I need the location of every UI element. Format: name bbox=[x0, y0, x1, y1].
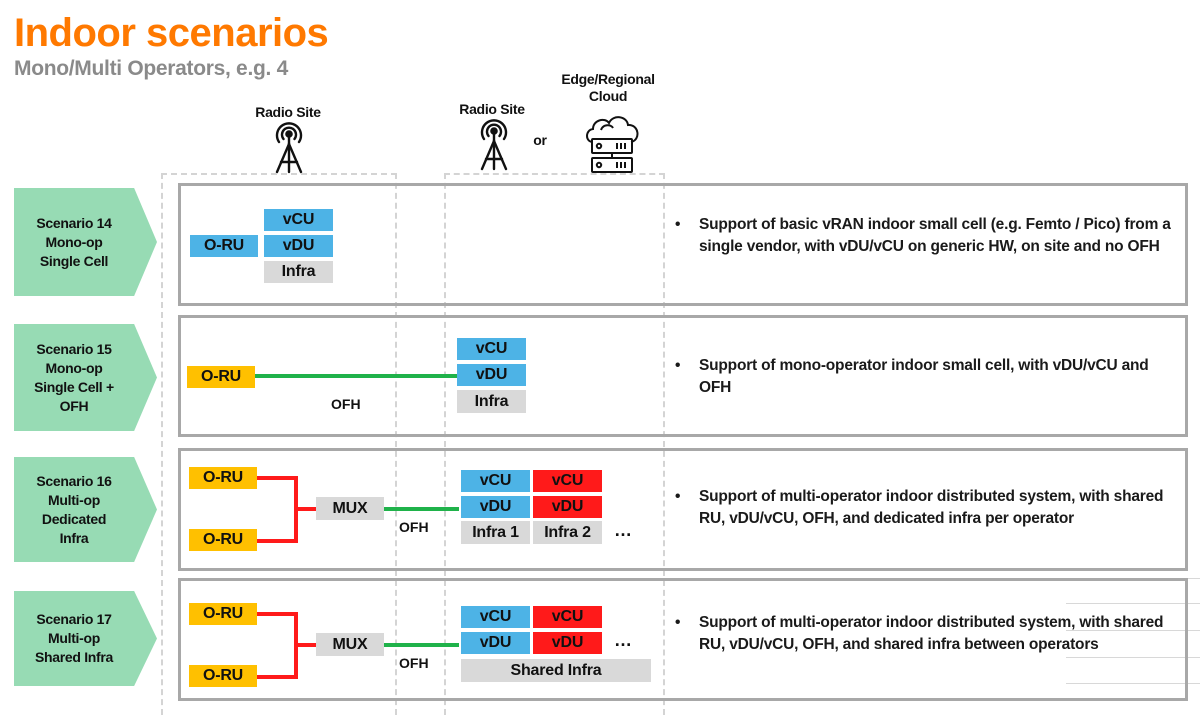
scenario-tag-line: Infra bbox=[59, 529, 89, 546]
vdu-block: vDU bbox=[457, 364, 526, 386]
vdu-block-operator-1: vDU bbox=[461, 632, 530, 654]
vcu-block: vCU bbox=[264, 209, 333, 231]
or-label: or bbox=[533, 132, 547, 148]
scenario-tag-15: Scenario 15 Mono-op Single Cell + OFH bbox=[14, 324, 157, 431]
scenario-tag-17: Scenario 17 Multi-op Shared Infra bbox=[14, 591, 157, 686]
vcu-block-operator-1: vCU bbox=[461, 470, 530, 492]
ofh-link bbox=[255, 374, 459, 378]
oru-block-top: O-RU bbox=[189, 467, 257, 489]
ru-link bbox=[294, 507, 316, 511]
more-ellipsis: … bbox=[614, 630, 632, 650]
vcu-block: vCU bbox=[457, 338, 526, 360]
scenario-tag-line: Scenario 14 bbox=[36, 214, 112, 231]
scenario-tag-line: Mono-op bbox=[45, 359, 103, 376]
scenario-tag-14: Scenario 14 Mono-op Single Cell bbox=[14, 188, 157, 296]
mux-block: MUX bbox=[316, 497, 384, 520]
vdu-block-operator-2: vDU bbox=[533, 632, 602, 654]
scenario-tag-line: Multi-op bbox=[47, 630, 101, 646]
radio-tower-icon bbox=[475, 119, 513, 171]
scenario-panel-14 bbox=[178, 183, 1188, 306]
scenario-description-16: • Support of multi-operator indoor distr… bbox=[675, 486, 1175, 530]
description-text: Support of mono-operator indoor small ce… bbox=[699, 357, 1149, 396]
radio-tower-icon bbox=[270, 122, 308, 174]
vcu-block-operator-2: vCU bbox=[533, 470, 602, 492]
column-header-radio-site-2: Radio Site bbox=[459, 101, 525, 117]
infra-block: Infra bbox=[457, 390, 526, 413]
vdu-block: vDU bbox=[264, 235, 333, 257]
ofh-link bbox=[384, 643, 459, 647]
description-text: Support of basic vRAN indoor small cell … bbox=[699, 216, 1171, 255]
shared-infra-block: Shared Infra bbox=[461, 659, 651, 682]
scenario-tag-line: Scenario 16 bbox=[36, 472, 112, 489]
oru-block-bottom: O-RU bbox=[189, 665, 257, 687]
ru-link bbox=[257, 476, 297, 480]
page-subtitle: Mono/Multi Operators, e.g. 4 bbox=[14, 57, 288, 80]
scenario-tag-line: Single Cell bbox=[39, 252, 109, 269]
ofh-label: OFH bbox=[399, 655, 429, 671]
scenario-tag-line: Dedicated bbox=[41, 510, 107, 527]
scenario-description-17: • Support of multi-operator indoor distr… bbox=[675, 612, 1175, 656]
infra-block-2: Infra 2 bbox=[533, 521, 602, 544]
radio-site-column-outline bbox=[161, 173, 397, 715]
ofh-label: OFH bbox=[399, 519, 429, 535]
infra-block-1: Infra 1 bbox=[461, 521, 530, 544]
scenario-tag-line: Scenario 15 bbox=[36, 340, 112, 357]
description-text: Support of multi-operator indoor distrib… bbox=[699, 488, 1164, 527]
vdu-block-operator-2: vDU bbox=[533, 496, 602, 518]
description-text: Support of multi-operator indoor distrib… bbox=[699, 614, 1164, 653]
oru-block-bottom: O-RU bbox=[189, 529, 257, 551]
decorative-line bbox=[1066, 683, 1200, 684]
scenario-tag-line: Scenario 17 bbox=[36, 611, 112, 627]
ru-link bbox=[257, 612, 297, 616]
scenario-panel-16 bbox=[178, 448, 1188, 571]
decorative-line bbox=[1066, 657, 1200, 658]
vcu-block-operator-2: vCU bbox=[533, 606, 602, 628]
decorative-line bbox=[1066, 603, 1200, 604]
ofh-link bbox=[384, 507, 459, 511]
scenario-description-15: • Support of mono-operator indoor small … bbox=[675, 355, 1175, 399]
scenario-tag-line: Multi-op bbox=[47, 491, 101, 508]
cloud-server-icon bbox=[583, 110, 643, 174]
scenario-tag-line: OFH bbox=[59, 397, 89, 414]
ofh-label: OFH bbox=[331, 396, 361, 412]
scenario-description-14: • Support of basic vRAN indoor small cel… bbox=[675, 214, 1175, 258]
more-ellipsis: … bbox=[614, 520, 632, 540]
column-header-edge-cloud: Edge/Regional Cloud bbox=[561, 71, 655, 104]
edge-cloud-column-outline bbox=[444, 173, 665, 715]
infra-block: Infra bbox=[264, 261, 333, 283]
oru-block-top: O-RU bbox=[189, 603, 257, 625]
bullet: • bbox=[675, 488, 681, 505]
bullet: • bbox=[675, 216, 681, 233]
ru-link bbox=[257, 539, 297, 543]
vdu-block-operator-1: vDU bbox=[461, 496, 530, 518]
decorative-line bbox=[1066, 630, 1200, 631]
bullet: • bbox=[675, 614, 681, 631]
ru-link bbox=[257, 675, 297, 679]
scenario-tag-line: Mono-op bbox=[45, 233, 103, 250]
scenario-panel-15 bbox=[178, 315, 1188, 437]
bullet: • bbox=[675, 357, 681, 374]
vcu-block-operator-1: vCU bbox=[461, 606, 530, 628]
page-title: Indoor scenarios bbox=[14, 11, 329, 55]
scenario-tag-16: Scenario 16 Multi-op Dedicated Infra bbox=[14, 457, 157, 562]
ru-link bbox=[294, 643, 316, 647]
mux-block: MUX bbox=[316, 633, 384, 656]
column-header-radio-site-1: Radio Site bbox=[255, 104, 321, 120]
scenario-tag-line: Shared Infra bbox=[34, 649, 114, 665]
scenario-panel-17 bbox=[178, 578, 1188, 701]
oru-block: O-RU bbox=[187, 366, 255, 388]
oru-block: O-RU bbox=[190, 235, 258, 257]
scenario-tag-line: Single Cell + bbox=[34, 378, 114, 395]
